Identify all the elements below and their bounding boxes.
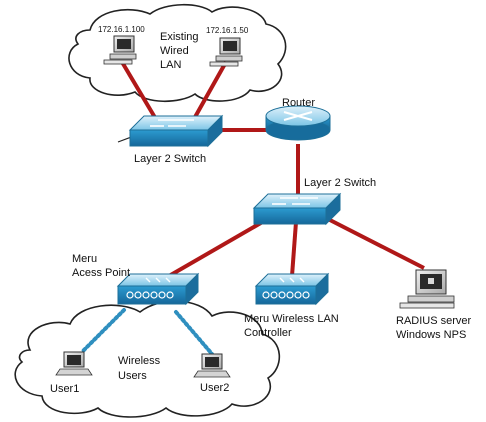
network-links (120, 60, 425, 282)
access-point-icon (116, 272, 200, 306)
cloud-label-line3: LAN (160, 59, 181, 71)
wireless-links (80, 308, 214, 356)
pc2-ip-label: 172.16.1.50 (206, 26, 249, 35)
switch2-icon (252, 192, 342, 226)
link-pc2-switch1 (188, 61, 228, 127)
link-switch2-radius (325, 216, 425, 270)
ap-label-line2: Acess Point (72, 267, 130, 279)
wireless-ap-user1 (80, 308, 126, 354)
link-switch2-wlc (290, 221, 298, 277)
link-switch2-ap (161, 218, 267, 282)
radius-label-line2: Windows NPS (396, 329, 466, 341)
router-icon (265, 105, 331, 141)
link-pc1-switch1 (120, 60, 162, 128)
pc2-icon (209, 37, 243, 67)
wireless-cloud-label-line1: Wireless (118, 355, 161, 367)
router-label: Router (282, 97, 315, 109)
user1-label: User1 (50, 383, 79, 395)
pc1-icon (103, 35, 137, 65)
wireless-cloud-label-line2: Users (118, 370, 147, 382)
cloud-label-line1: Existing (160, 31, 199, 43)
wired-lan-cloud (68, 3, 287, 103)
switch1-label: Layer 2 Switch (134, 153, 206, 165)
wlc-label-line1: Meru Wireless LAN (244, 313, 339, 325)
switch2-label: Layer 2 Switch (304, 177, 376, 189)
switch1-icon (128, 114, 224, 148)
ap-label-line1: Meru (72, 253, 97, 265)
cloud-label-line2: Wired (160, 45, 189, 57)
wireless-users-cloud (14, 300, 281, 418)
radius-label-line1: RADIUS server (396, 315, 472, 327)
user2-label: User2 (200, 382, 229, 394)
wlc-label-line2: Controller (244, 327, 292, 339)
wlc-icon (254, 272, 330, 306)
wireless-ap-user2 (174, 310, 214, 356)
pc1-ip-label: 172.16.1.100 (98, 25, 145, 34)
radius-server-icon (399, 269, 455, 309)
user2-laptop-icon (193, 353, 231, 378)
user1-laptop-icon (55, 351, 93, 376)
